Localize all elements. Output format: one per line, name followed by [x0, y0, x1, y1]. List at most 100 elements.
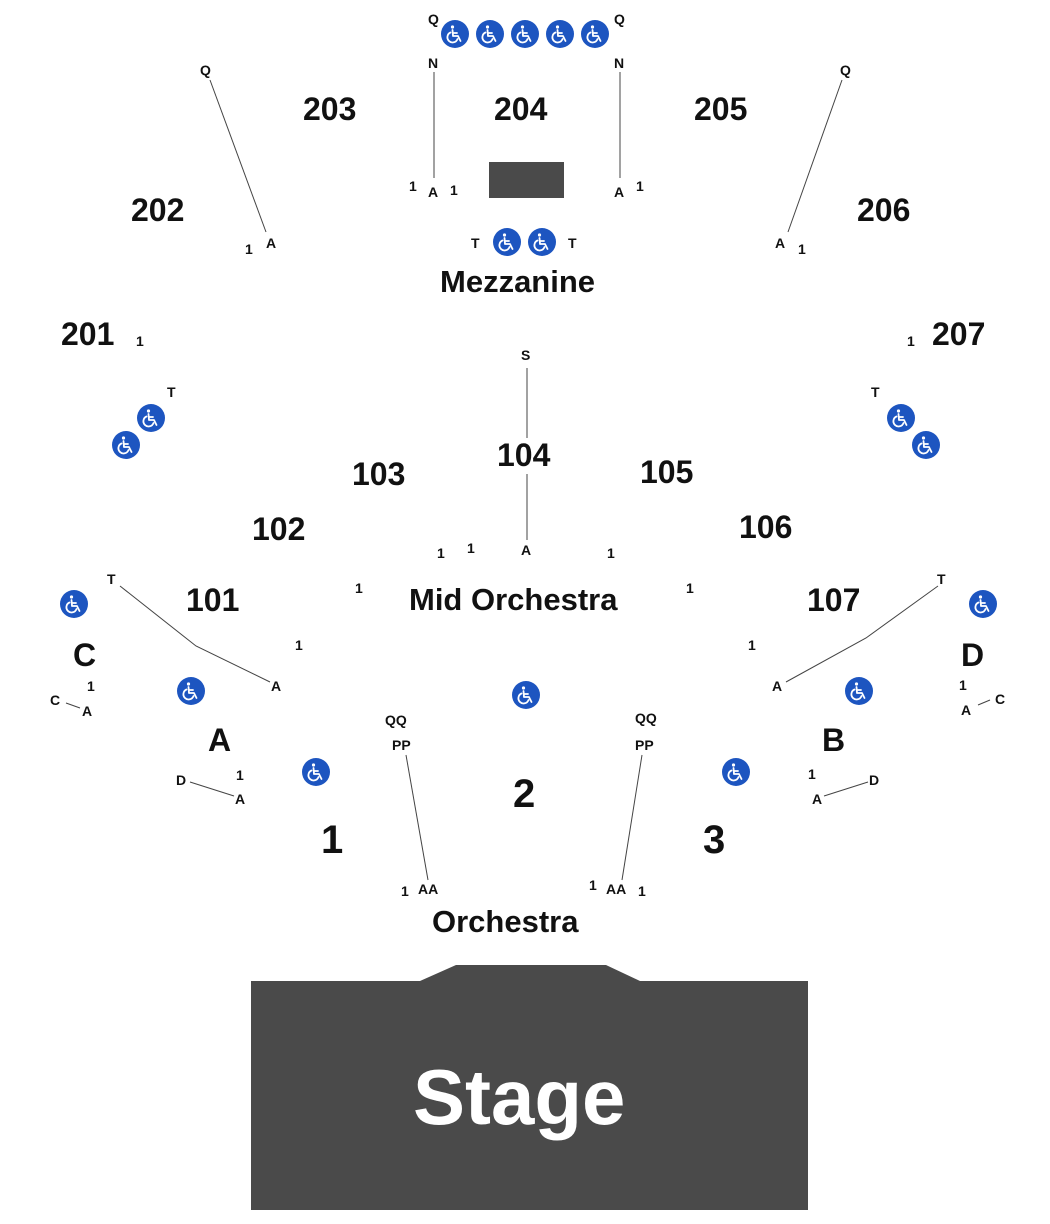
- row-label: 1: [959, 677, 967, 693]
- row-label: QQ: [385, 712, 407, 728]
- wheelchair-icon[interactable]: [887, 404, 915, 432]
- wheelchair-icon[interactable]: [722, 758, 750, 786]
- row-label: 1: [686, 580, 694, 596]
- row-label: AA: [606, 881, 627, 897]
- row-label: A: [235, 791, 246, 807]
- section-103[interactable]: 103: [352, 456, 406, 492]
- wheelchair-icon[interactable]: [912, 431, 940, 459]
- section-102[interactable]: 102: [252, 511, 306, 547]
- wheelchair-icon[interactable]: [581, 20, 609, 48]
- section-2[interactable]: 2: [513, 772, 536, 816]
- wheelchair-icon[interactable]: [512, 681, 540, 709]
- row-line-3-right: [621, 754, 643, 881]
- row-label: QQ: [635, 710, 657, 726]
- row-line-202: [209, 79, 267, 233]
- section-1[interactable]: 1: [321, 818, 344, 862]
- row-label: 1: [798, 241, 806, 257]
- section-104[interactable]: 104: [497, 437, 551, 473]
- row-label: A: [82, 703, 93, 719]
- section-206[interactable]: 206: [857, 192, 911, 228]
- row-label: D: [869, 772, 880, 788]
- row-label: Q: [840, 62, 851, 78]
- row-line-1-left: [405, 754, 429, 881]
- stage-label: Stage: [413, 1053, 626, 1141]
- row-label: AA: [418, 881, 439, 897]
- row-label: 1: [401, 883, 409, 899]
- section-205[interactable]: 205: [694, 91, 748, 127]
- section-a[interactable]: A: [208, 722, 232, 758]
- row-label: 1: [236, 767, 244, 783]
- row-label: A: [266, 235, 277, 251]
- section-203[interactable]: 203: [303, 91, 357, 127]
- row-label: T: [167, 384, 176, 400]
- row-label: C: [50, 692, 61, 708]
- section-207[interactable]: 207: [932, 316, 986, 352]
- wheelchair-icon[interactable]: [441, 20, 469, 48]
- row-line-107: [785, 585, 939, 683]
- row-label: A: [428, 184, 439, 200]
- row-label: PP: [635, 737, 654, 753]
- row-label: 1: [748, 637, 756, 653]
- row-label: 1: [636, 178, 644, 194]
- wheelchair-icon[interactable]: [528, 228, 556, 256]
- row-label: D: [176, 772, 187, 788]
- row-label: 1: [589, 877, 597, 893]
- wheelchair-icon[interactable]: [60, 590, 88, 618]
- section-d[interactable]: D: [961, 637, 985, 673]
- row-label: Q: [428, 11, 439, 27]
- section-105[interactable]: 105: [640, 454, 694, 490]
- section-202[interactable]: 202: [131, 192, 185, 228]
- wheelchair-icon[interactable]: [969, 590, 997, 618]
- wheelchair-icon[interactable]: [845, 677, 873, 705]
- row-label: T: [937, 571, 946, 587]
- wheelchair-icon[interactable]: [511, 20, 539, 48]
- row-label: A: [271, 678, 282, 694]
- row-label: PP: [392, 737, 411, 753]
- row-label: 1: [808, 766, 816, 782]
- row-line-c: [65, 702, 81, 709]
- row-line-101: [119, 585, 271, 683]
- section-101[interactable]: 101: [186, 582, 240, 618]
- wheelchair-icon[interactable]: [302, 758, 330, 786]
- row-label: A: [812, 791, 823, 807]
- row-label: 1: [907, 333, 915, 349]
- row-label: 1: [355, 580, 363, 596]
- section-106[interactable]: 106: [739, 509, 793, 545]
- section-c[interactable]: C: [73, 637, 97, 673]
- section-3[interactable]: 3: [703, 818, 726, 862]
- row-label: T: [568, 235, 577, 251]
- wheelchair-icon[interactable]: [476, 20, 504, 48]
- wheelchair-icon[interactable]: [177, 677, 205, 705]
- row-label: 1: [450, 182, 458, 198]
- row-label: A: [961, 702, 972, 718]
- row-label: N: [614, 55, 625, 71]
- section-107[interactable]: 107: [807, 582, 861, 618]
- wheelchair-icon[interactable]: [112, 431, 140, 459]
- section-201[interactable]: 201: [61, 316, 115, 352]
- row-label: A: [772, 678, 783, 694]
- row-label: 1: [87, 678, 95, 694]
- wheelchair-icon[interactable]: [546, 20, 574, 48]
- wheelchair-icon[interactable]: [493, 228, 521, 256]
- row-label: S: [521, 347, 531, 363]
- area-orchestra: Orchestra: [432, 904, 579, 939]
- row-line-a: [189, 781, 235, 797]
- row-label: T: [871, 384, 880, 400]
- row-label: 1: [607, 545, 615, 561]
- area-mezzanine: Mezzanine: [440, 264, 596, 299]
- row-line-b: [823, 781, 869, 797]
- row-label: N: [428, 55, 439, 71]
- section-204[interactable]: 204: [494, 91, 548, 127]
- area-mid-orchestra: Mid Orchestra: [409, 582, 618, 617]
- row-label: 1: [467, 540, 475, 556]
- row-label: T: [471, 235, 480, 251]
- row-label: 1: [295, 637, 303, 653]
- section-b[interactable]: B: [822, 722, 846, 758]
- row-label: 1: [245, 241, 253, 257]
- wheelchair-icon[interactable]: [137, 404, 165, 432]
- row-line-206: [787, 79, 843, 233]
- row-label: 1: [437, 545, 445, 561]
